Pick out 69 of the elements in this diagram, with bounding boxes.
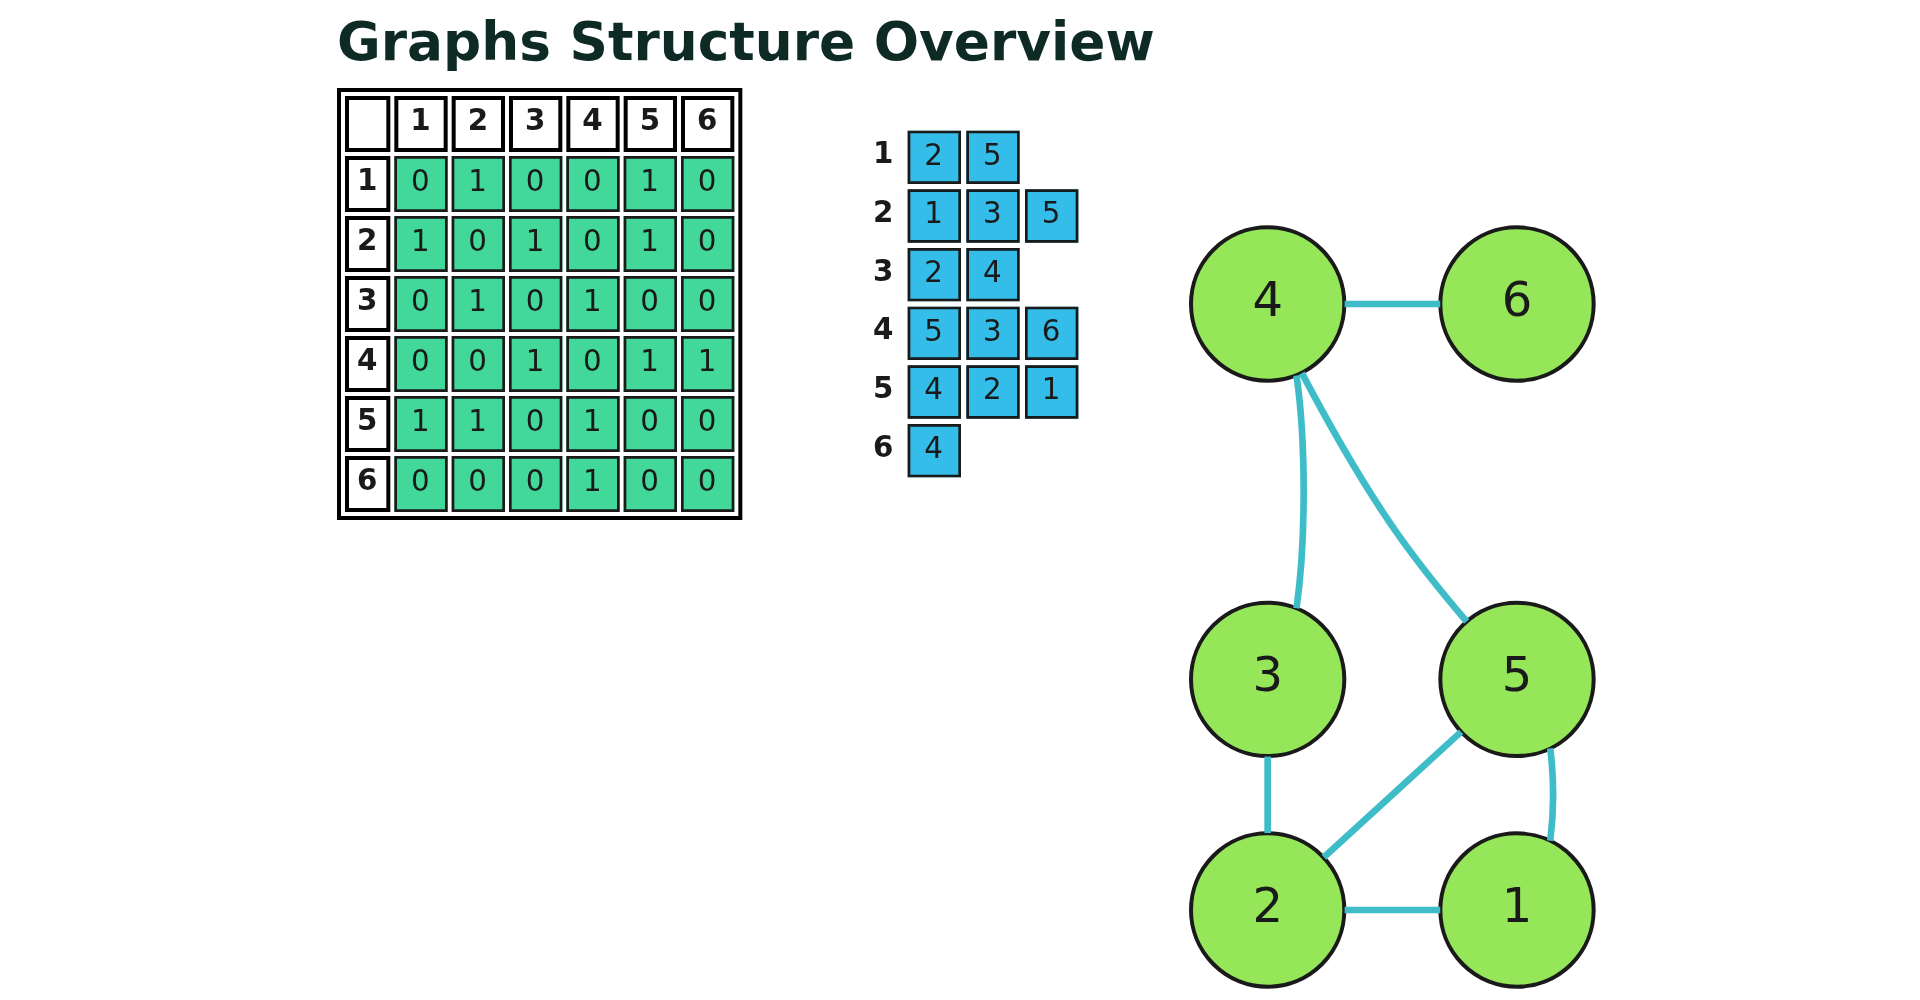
label: 2	[467, 103, 489, 138]
label: 0	[697, 464, 717, 499]
label: 1	[583, 404, 602, 439]
label: 1	[697, 344, 717, 379]
label: 1	[1041, 372, 1061, 407]
label: 3	[873, 253, 894, 288]
label: 1	[640, 344, 660, 379]
label: 5	[357, 403, 378, 438]
label: 1	[468, 164, 488, 199]
label: 0	[697, 224, 717, 259]
label: 2	[924, 137, 944, 172]
label: 0	[640, 404, 660, 439]
label: 1	[525, 344, 545, 379]
label: 0	[697, 284, 717, 319]
label: 1	[873, 136, 894, 171]
label: 0	[411, 164, 430, 199]
label: 3	[983, 196, 1002, 231]
label: 0	[468, 344, 488, 379]
diagram-title: Graphs Structure Overview	[337, 10, 1155, 73]
label: 0	[525, 164, 545, 199]
label: 4	[873, 312, 894, 347]
label: 1	[583, 284, 602, 319]
label: 0	[468, 224, 488, 259]
label: 3	[983, 313, 1002, 348]
label: 5	[873, 371, 894, 406]
label: 1	[468, 284, 488, 319]
label: 2	[357, 223, 378, 258]
label: 3	[525, 103, 546, 138]
label: 3	[357, 283, 378, 318]
label: 4	[924, 431, 944, 466]
label: 0	[525, 404, 545, 439]
label: 4	[357, 343, 378, 378]
label: 1	[411, 224, 430, 259]
label: 5	[639, 103, 661, 138]
label: 0	[411, 464, 430, 499]
label: 0	[697, 164, 717, 199]
label: 5	[924, 313, 944, 348]
label: 0	[411, 344, 430, 379]
label: 4	[924, 372, 944, 407]
label: 0	[583, 164, 602, 199]
label: 6	[697, 103, 718, 138]
label: 0	[525, 284, 545, 319]
label: 5	[983, 137, 1002, 172]
label: 2	[983, 372, 1002, 407]
label: 0	[525, 464, 545, 499]
label: 2	[924, 255, 944, 290]
label: 6	[873, 429, 894, 464]
label: 1	[640, 224, 660, 259]
label: 1	[468, 404, 488, 439]
label: 1	[357, 163, 378, 198]
label: 4	[582, 103, 603, 138]
label: 0	[583, 224, 602, 259]
label: 1	[525, 224, 545, 259]
label: 1	[583, 464, 602, 499]
label: 2	[873, 195, 894, 230]
label: 6	[1041, 313, 1061, 348]
label: 0	[697, 404, 717, 439]
label: 0	[640, 284, 660, 319]
label: 6	[357, 463, 378, 498]
label: 1	[411, 404, 430, 439]
label: 1	[410, 103, 431, 138]
label: 4	[983, 255, 1002, 290]
label: 0	[468, 464, 488, 499]
label: 0	[411, 284, 430, 319]
label: 0	[640, 464, 660, 499]
label: 0	[583, 344, 602, 379]
label: 5	[1041, 196, 1061, 231]
label: 1	[640, 164, 660, 199]
label: 1	[924, 196, 944, 231]
